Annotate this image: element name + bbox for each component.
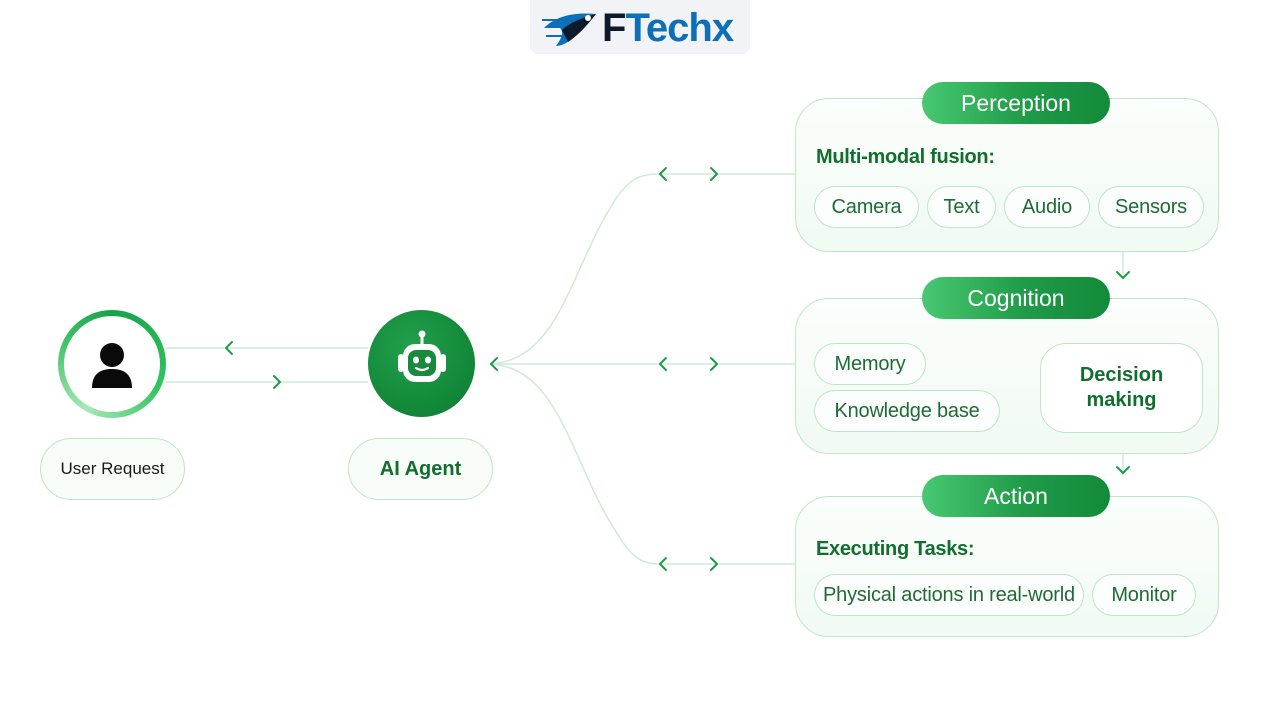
robot-icon [398,330,446,382]
arrow-down-icon [1116,271,1130,279]
perception-title: Perception [922,82,1110,124]
user-request-label: User Request [40,438,185,500]
arrow-left-icon [659,357,667,371]
perception-heading: Multi-modal fusion: [816,146,995,168]
arrow-right-icon [273,375,281,389]
decision-making-box: Decision making [1040,343,1203,433]
person-icon [92,343,132,388]
arrow-left-icon [225,341,233,355]
cognition-title: Cognition [922,277,1110,319]
arrow-down-icon [1116,466,1130,474]
action-heading: Executing Tasks: [816,538,975,560]
arrow-left-icon [659,167,667,181]
chip-knowledge-base: Knowledge base [814,390,1000,432]
rocket-wing-icon [542,13,596,47]
arrow-left-icon [659,557,667,571]
logo-text: FTechx [602,6,734,50]
chip-physical-actions: Physical actions in real-world [814,574,1084,616]
arrow-right-icon [710,357,718,371]
agent-node [368,310,475,417]
arrow-right-icon [710,557,718,571]
chip-sensors: Sensors [1098,186,1204,228]
arrow-left-icon [490,357,498,371]
arrow-right-icon [710,167,718,181]
chip-monitor: Monitor [1092,574,1196,616]
chip-memory: Memory [814,343,926,385]
user-node [58,310,166,418]
logo: FTechx [530,0,750,54]
chip-text: Text [927,186,996,228]
ai-agent-label: AI Agent [348,438,493,500]
action-title: Action [922,475,1110,517]
chip-camera: Camera [814,186,919,228]
chip-audio: Audio [1004,186,1090,228]
